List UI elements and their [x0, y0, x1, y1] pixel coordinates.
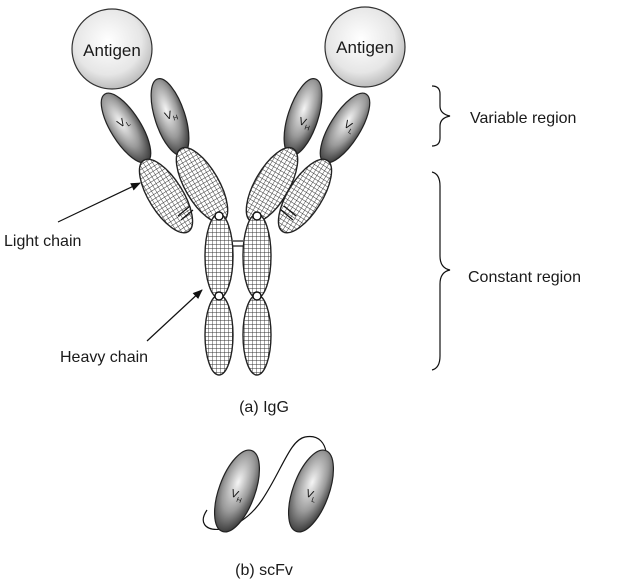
caption-scfv: (b) scFv	[235, 562, 293, 579]
left-ch2-domain	[205, 214, 233, 298]
fc-region	[205, 212, 271, 375]
heavy-chain-arrow	[147, 290, 202, 341]
left-hinge-joint	[215, 212, 223, 220]
light-chain-arrow	[58, 183, 140, 222]
right-ch3-domain	[243, 295, 271, 375]
antigen-right-label: Antigen	[336, 38, 394, 57]
variable-region-label: Variable region	[470, 110, 576, 127]
light-chain-label: Light chain	[4, 233, 81, 250]
antigen-left-label: Antigen	[83, 41, 141, 60]
scfv: VH VL	[203, 436, 342, 537]
left-ch-joint	[215, 292, 223, 300]
constant-region-brace	[432, 172, 450, 370]
variable-region-brace	[432, 86, 450, 146]
right-ch-joint	[253, 292, 261, 300]
right-ch2-domain	[243, 214, 271, 298]
caption-igg: (a) IgG	[239, 399, 289, 416]
heavy-chain-label: Heavy chain	[60, 349, 148, 366]
antigen-right: Antigen	[325, 7, 405, 87]
constant-region-label: Constant region	[468, 269, 581, 286]
left-vl-domain	[92, 86, 160, 170]
right-hinge-joint	[253, 212, 261, 220]
left-ch3-domain	[205, 295, 233, 375]
antigen-left: Antigen	[72, 9, 152, 89]
